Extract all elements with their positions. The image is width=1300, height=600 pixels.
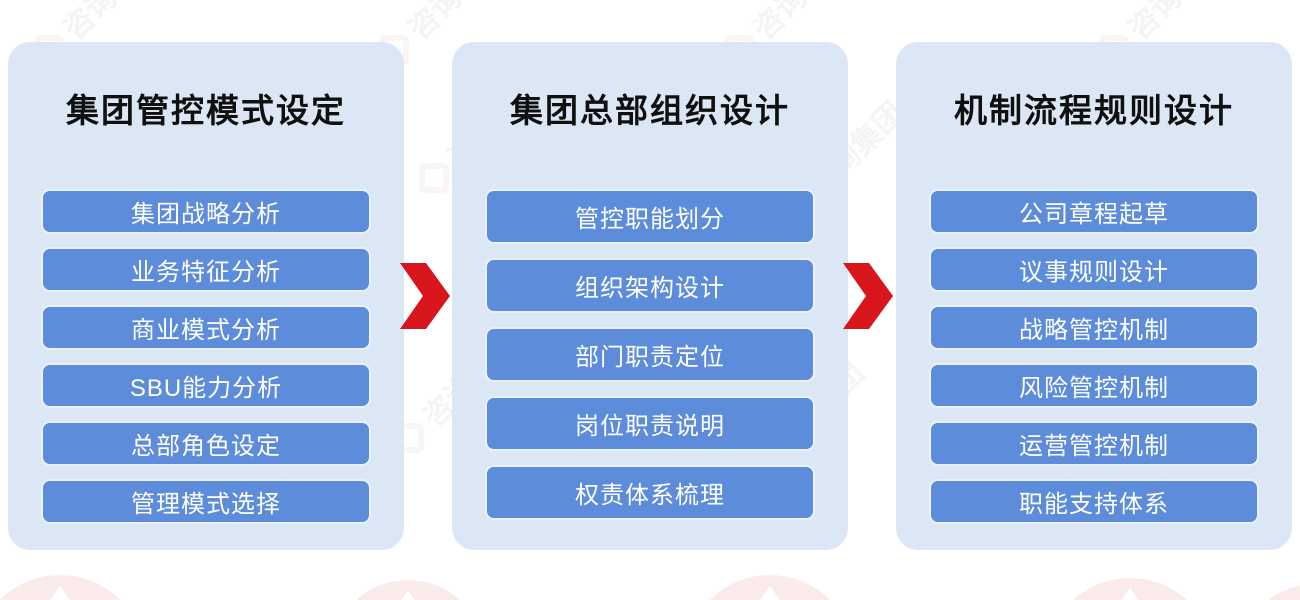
step-box: 管控职能划分 [485, 189, 815, 244]
step-list: 公司章程起草 议事规则设计 战略管控机制 风险管控机制 运营管控机制 职能支持体… [929, 189, 1259, 524]
watermark-peak-icon [378, 590, 438, 600]
step-box: 商业模式分析 [41, 305, 371, 350]
step-box: 权责体系梳理 [485, 465, 815, 520]
watermark-logo-icon [419, 162, 450, 193]
step-box: 集团战略分析 [41, 189, 371, 234]
step-list: 集团战略分析 业务特征分析 商业模式分析 SBU能力分析 总部角色设定 管理模式… [41, 189, 371, 524]
watermark-circle-logo [1245, 585, 1300, 600]
watermark-circle-logo [685, 575, 855, 600]
step-box: 业务特征分析 [41, 247, 371, 292]
watermark-peak-icon [735, 586, 805, 600]
step-box: 运营管控机制 [929, 421, 1259, 466]
stage-panel-headquarters-org-design: 集团总部组织设计 管控职能划分 组织架构设计 部门职责定位 岗位职责说明 权责体… [452, 42, 848, 550]
stage-title: 集团管控模式设定 [66, 92, 346, 129]
chevron-right-arrow-icon [400, 263, 450, 329]
step-box: 公司章程起草 [929, 189, 1259, 234]
step-box: SBU能力分析 [41, 363, 371, 408]
watermark-circle-logo [330, 580, 486, 600]
stage-title: 机制流程规则设计 [954, 92, 1234, 129]
step-box: 战略管控机制 [929, 305, 1259, 350]
watermark-peak-icon [25, 586, 95, 600]
watermark-peak-icon [1095, 588, 1165, 600]
step-box: 组织架构设计 [485, 258, 815, 313]
watermark-text: 咨询集团 [1116, 0, 1232, 48]
stage-panel-group-control-mode: 集团管控模式设定 集团战略分析 业务特征分析 商业模式分析 SBU能力分析 总部… [8, 42, 404, 550]
stage-title: 集团总部组织设计 [510, 92, 790, 129]
step-box: 风险管控机制 [929, 363, 1259, 408]
step-box: 总部角色设定 [41, 421, 371, 466]
watermark-circle-logo [0, 575, 145, 600]
watermark-circle-logo [1045, 578, 1215, 600]
step-box: 议事规则设计 [929, 247, 1259, 292]
step-box: 管理模式选择 [41, 479, 371, 524]
chevron-right-arrow-icon [843, 263, 893, 329]
stage-panel-mechanism-process-rules: 机制流程规则设计 公司章程起草 议事规则设计 战略管控机制 风险管控机制 运营管… [896, 42, 1292, 550]
step-box: 部门职责定位 [485, 327, 815, 382]
watermark-text: 咨询集团 [741, 0, 857, 48]
step-box: 职能支持体系 [929, 479, 1259, 524]
step-list: 管控职能划分 组织架构设计 部门职责定位 岗位职责说明 权责体系梳理 [485, 189, 815, 520]
watermark-text: 咨询集团 [396, 0, 512, 48]
watermark-text: 咨询集团 [51, 0, 167, 48]
step-box: 岗位职责说明 [485, 396, 815, 451]
